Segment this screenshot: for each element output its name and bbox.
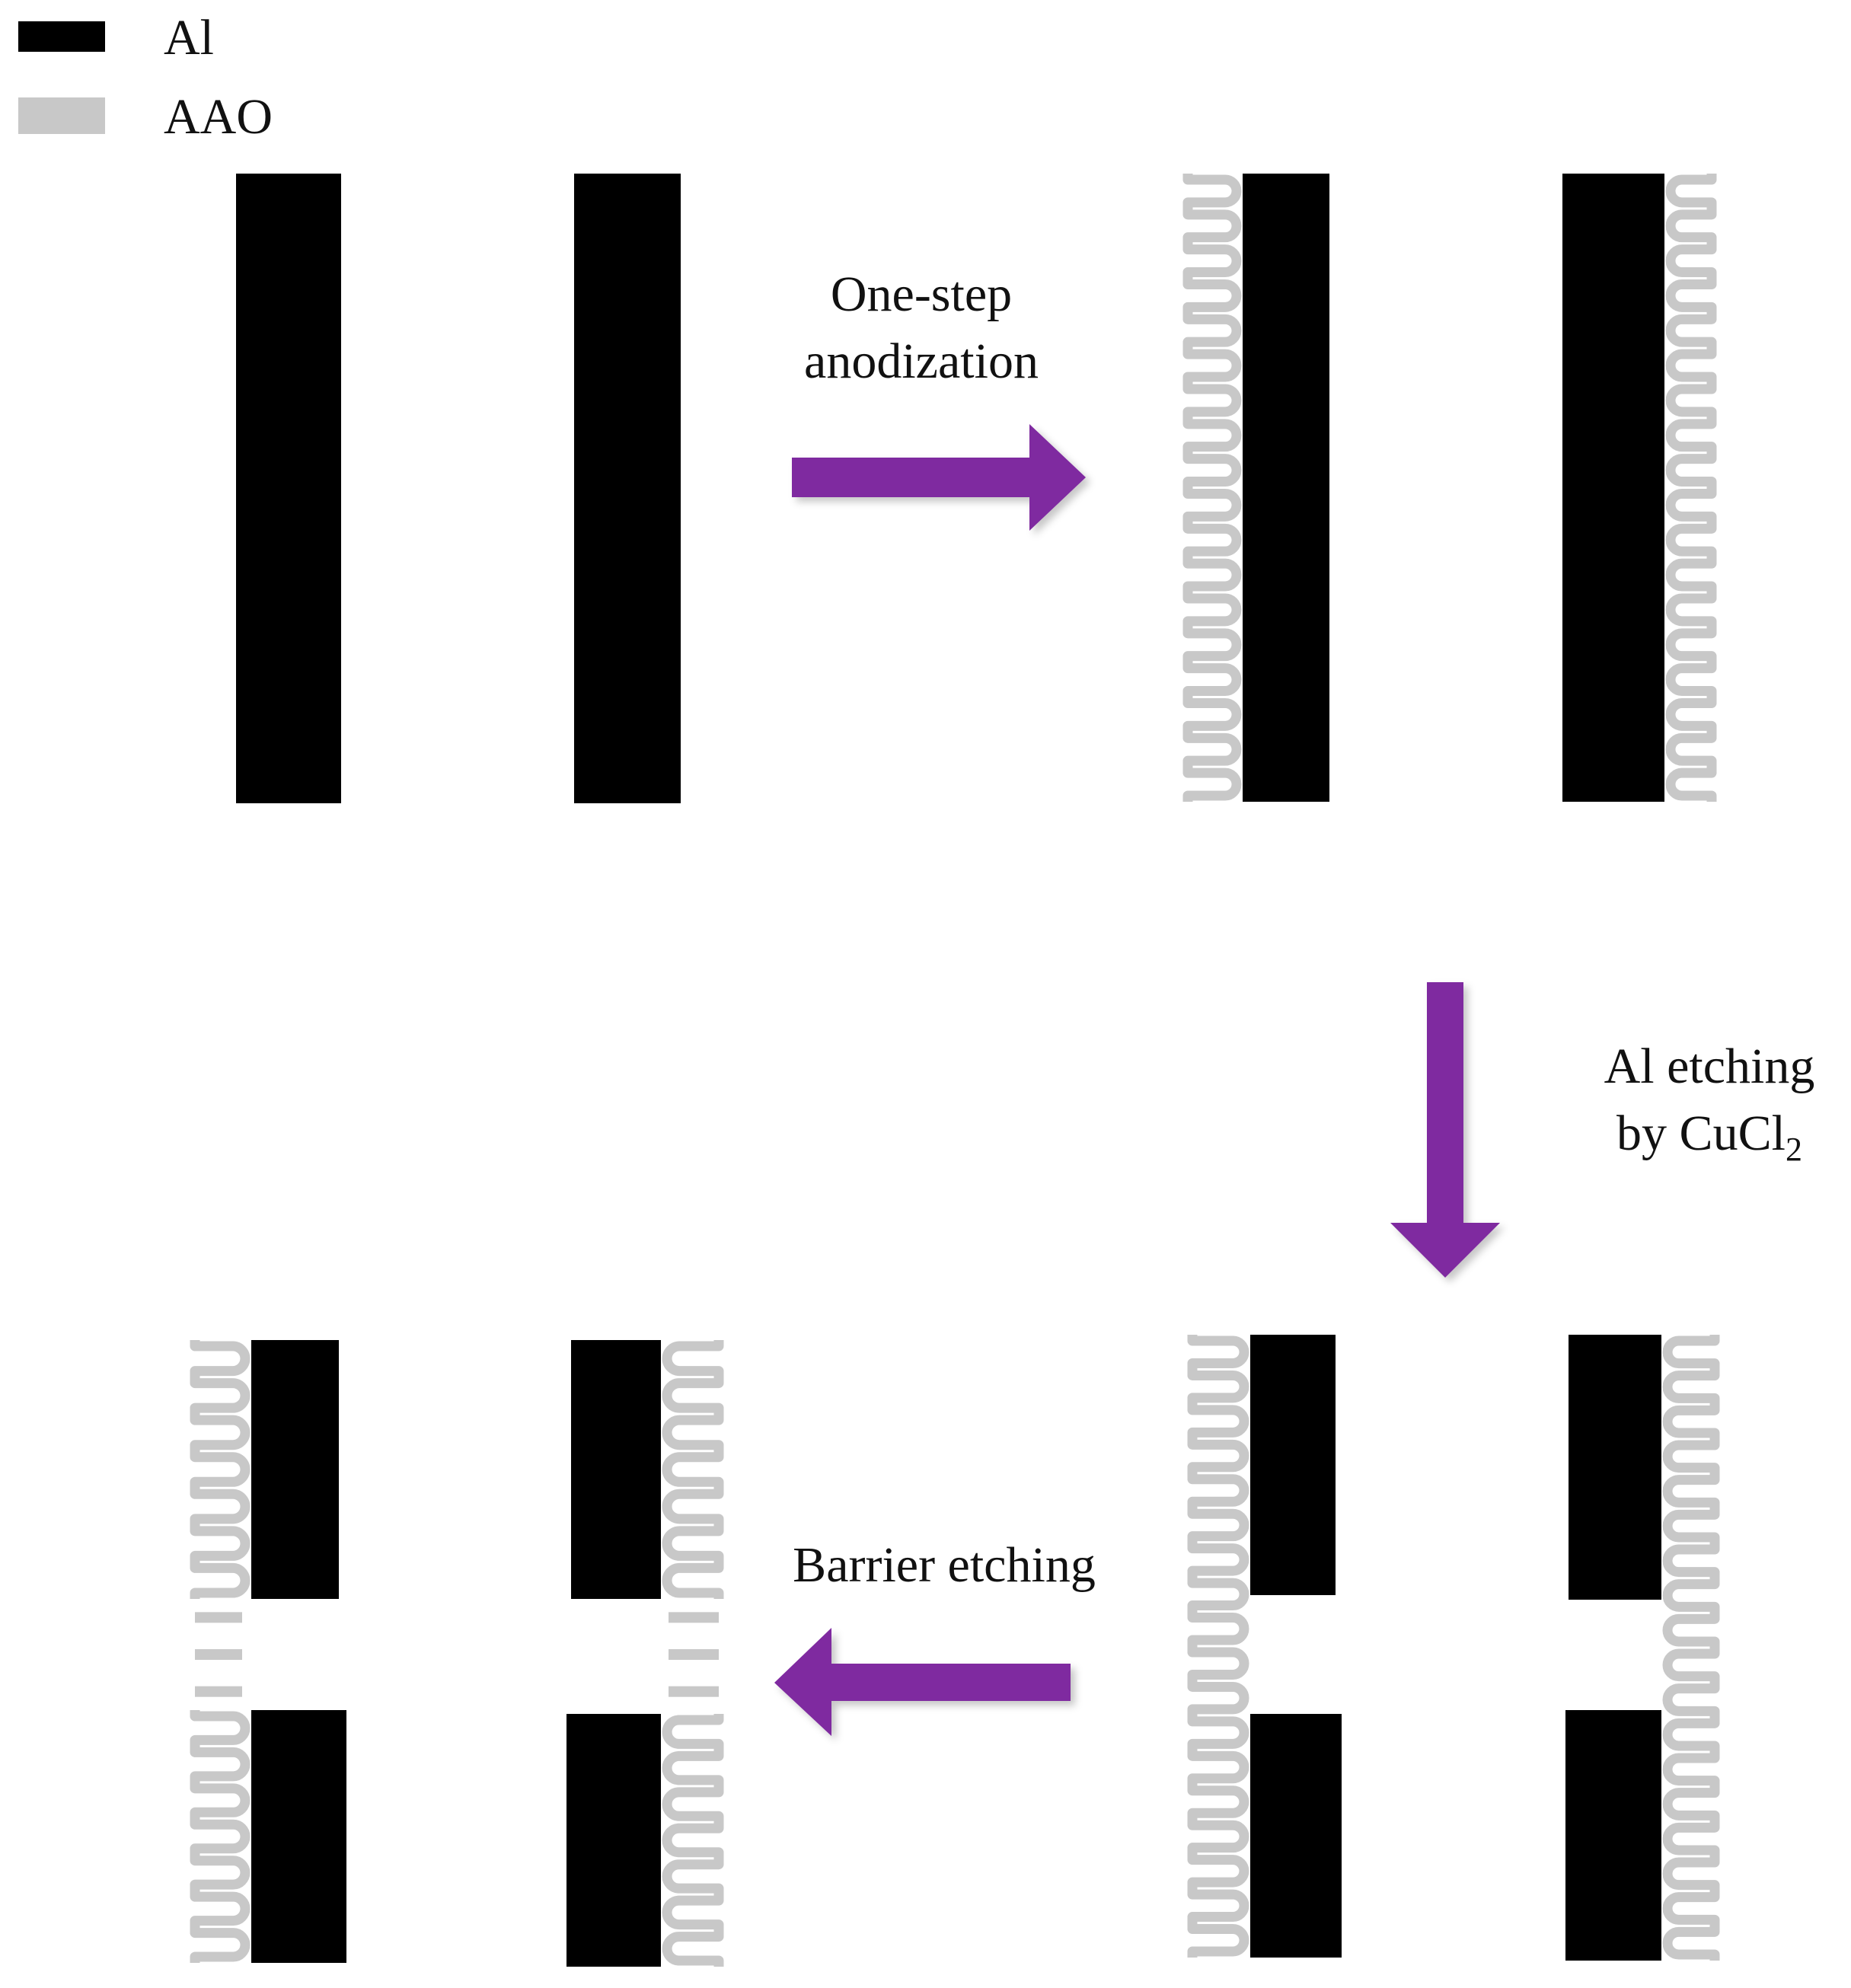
- al-block-left-bottom: [251, 1710, 346, 1963]
- aao-open-pore-bar: [669, 1649, 719, 1660]
- aao-open-pores-left: [195, 1612, 242, 1697]
- al-block-left-top: [251, 1340, 339, 1599]
- al-block-left-top: [1250, 1335, 1336, 1595]
- aao-open-pore-bar: [669, 1686, 719, 1697]
- aao-layer-left: [1182, 174, 1242, 802]
- arrow-left-icon: [774, 1628, 1071, 1736]
- al-plate-left: [1243, 174, 1329, 802]
- al-block-right-top: [571, 1340, 661, 1599]
- arrow-down-icon: [1390, 982, 1500, 1278]
- aao-layer-left: [1187, 1335, 1249, 1958]
- stage-3-al-etched: [1187, 1335, 1720, 1961]
- legend-swatch-al: [18, 21, 105, 52]
- aao-layer-right-top: [662, 1340, 724, 1599]
- aao-layer-right: [1662, 1335, 1720, 1961]
- stage-1-bare-al: [236, 174, 681, 803]
- al-block-left-bottom: [1250, 1714, 1342, 1958]
- aao-open-pore-bar: [195, 1649, 242, 1660]
- aao-open-pore-bar: [669, 1612, 719, 1623]
- step-label-al-etching-line1: Al etching: [1604, 1039, 1815, 1094]
- stage-4-barrier-etched: [190, 1340, 724, 1967]
- al-block-right-bottom: [1565, 1710, 1661, 1961]
- aao-open-pore-bar: [195, 1612, 242, 1623]
- al-block-right-bottom: [566, 1714, 661, 1967]
- al-plate-right: [574, 174, 681, 803]
- aao-layer-left-bottom: [190, 1710, 251, 1963]
- step-label-barrier-etching: Barrier etching: [746, 1532, 1142, 1599]
- aao-layer-left-top: [190, 1340, 251, 1599]
- stage-2-anodized: [1182, 174, 1717, 802]
- legend-label-aao: AAO: [164, 89, 273, 145]
- step-label-anodization-line2: anodization: [804, 333, 1039, 389]
- step-label-anodization-line1: One-step: [830, 266, 1013, 322]
- step-label-al-etching: Al etching by CuCl2: [1569, 1033, 1850, 1167]
- step-label-anodization: One-step anodization: [754, 261, 1089, 395]
- legend-label-al: Al: [164, 10, 214, 65]
- arrow-right-icon: [792, 424, 1086, 531]
- step-label-barrier-etching-text: Barrier etching: [793, 1537, 1096, 1593]
- aao-layer-right: [1665, 174, 1717, 802]
- aao-open-pore-bar: [195, 1686, 242, 1697]
- step-label-al-etching-subscript: 2: [1785, 1131, 1802, 1168]
- aao-open-pores-right: [669, 1612, 719, 1697]
- al-plate-right: [1562, 174, 1664, 802]
- legend-swatch-aao: [18, 97, 105, 134]
- step-label-al-etching-formula: by CuCl: [1616, 1106, 1786, 1161]
- al-plate-left: [236, 174, 341, 803]
- aao-layer-right-bottom: [662, 1714, 724, 1967]
- al-block-right-top: [1569, 1335, 1661, 1600]
- step-label-al-etching-line2: by CuCl2: [1569, 1100, 1850, 1167]
